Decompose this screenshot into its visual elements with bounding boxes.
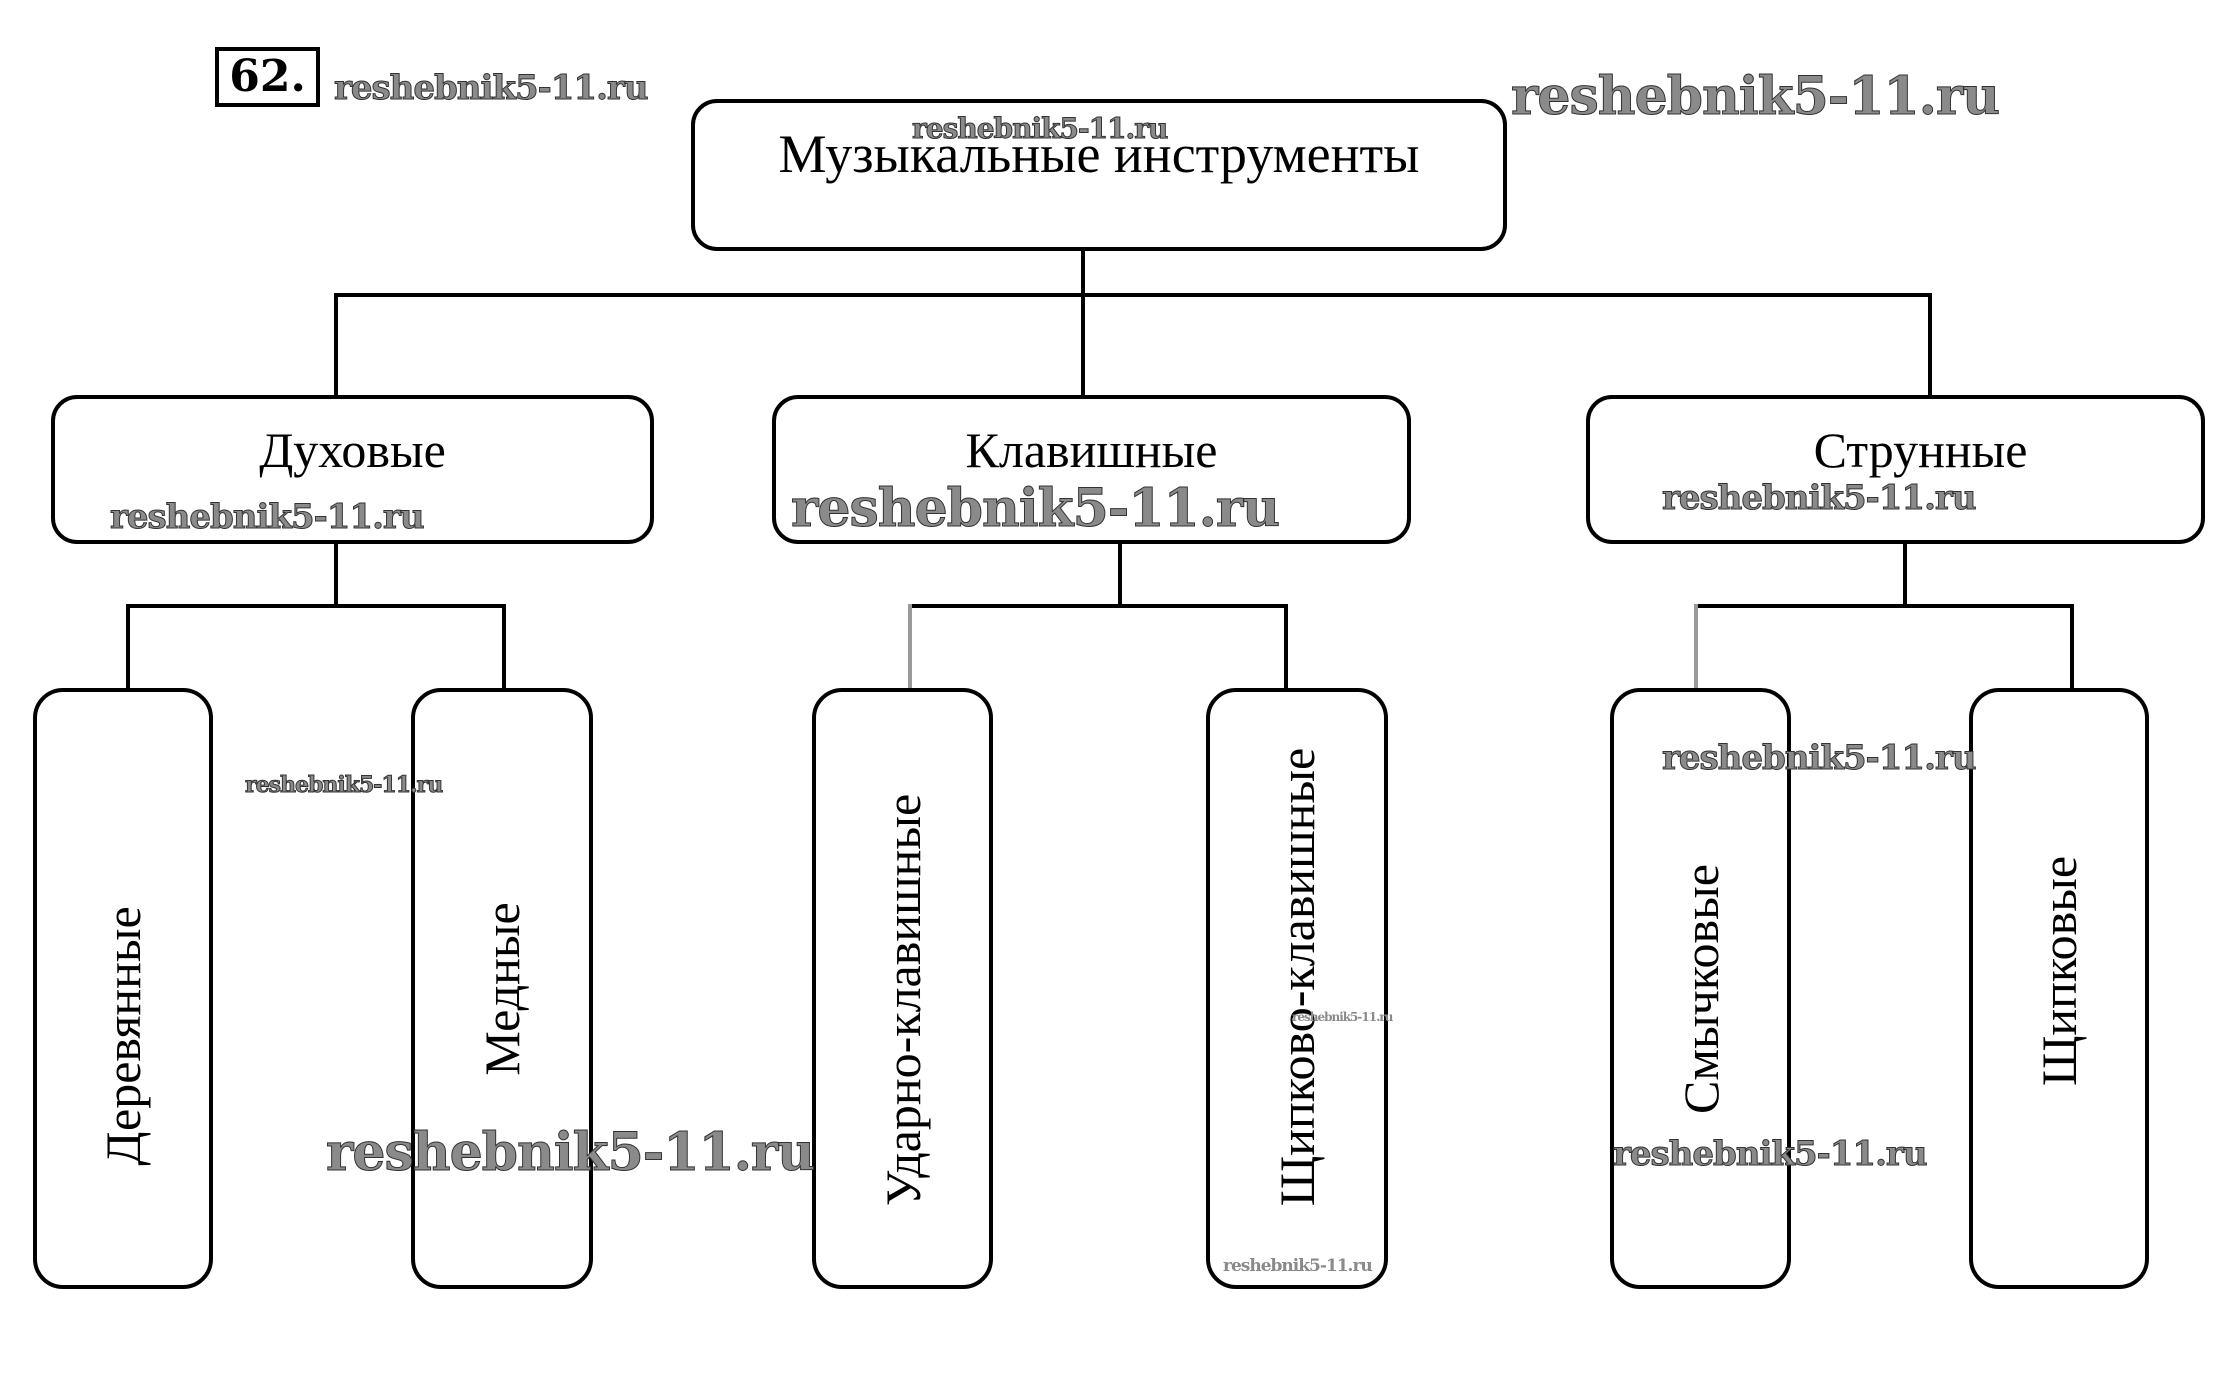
leaf-node-plucked: Щипковые bbox=[1969, 688, 2149, 1289]
connector-to-keyboard bbox=[1081, 293, 1085, 397]
connector-root-bar bbox=[334, 293, 1932, 297]
leaf-label-percussion-keyboard: Ударно-клавишные bbox=[874, 794, 931, 1207]
connector-keyboard-trunk bbox=[1118, 543, 1122, 606]
connector-to-plucked bbox=[2070, 604, 2074, 690]
connector-wind-bar bbox=[126, 604, 506, 608]
connector-to-bowed bbox=[1694, 604, 1698, 690]
connector-to-brass bbox=[502, 604, 506, 690]
leaf-label-plucked: Щипковые bbox=[2031, 855, 2087, 1086]
watermark: reshebnik5-11.ru bbox=[911, 112, 1168, 146]
watermark: reshebnik5-11.ru bbox=[1662, 738, 1978, 779]
category-label-keyboard: Клавишные bbox=[965, 422, 1218, 478]
connector-to-plucked-keyboard bbox=[1284, 604, 1288, 690]
leaf-node-bowed: Смычковые bbox=[1610, 688, 1791, 1289]
category-node-wind: Духовые bbox=[51, 395, 654, 544]
leaf-label-brass: Медные bbox=[474, 901, 530, 1076]
watermark: reshebnik5-11.ru bbox=[334, 68, 650, 109]
leaf-label-wooden: Деревянные bbox=[95, 906, 151, 1166]
root-node-label: Музыкальные инструменты bbox=[778, 124, 1420, 184]
category-node-string: Струнные bbox=[1586, 395, 2205, 544]
category-label-string: Струнные bbox=[1813, 422, 2028, 478]
watermark: reshebnik5-11.ru bbox=[110, 497, 426, 538]
connector-to-string bbox=[1928, 293, 1932, 397]
connector-to-wooden bbox=[126, 604, 130, 690]
leaf-node-plucked-keyboard: Щипково-клавишные bbox=[1206, 688, 1388, 1289]
leaf-label-plucked-keyboard: Щипково-клавишные bbox=[1269, 747, 1325, 1206]
category-label-wind: Духовые bbox=[259, 422, 446, 478]
leaf-node-percussion-keyboard: Ударно-клавишные bbox=[812, 688, 993, 1289]
watermark: reshebnik5-11.ru bbox=[244, 772, 443, 799]
connector-root-trunk bbox=[1081, 250, 1085, 297]
leaf-node-wooden: Деревянные bbox=[33, 688, 213, 1289]
root-node: Музыкальные инструменты bbox=[691, 99, 1507, 251]
connector-string-bar bbox=[1694, 604, 2074, 608]
connector-to-percussion-keyboard bbox=[908, 604, 912, 690]
connector-to-wind bbox=[334, 293, 338, 397]
connector-keyboard-bar bbox=[908, 604, 1288, 608]
watermark: reshebnik5-11.ru bbox=[790, 478, 1280, 540]
exercise-number: 62. bbox=[215, 47, 320, 107]
connector-string-trunk bbox=[1903, 543, 1907, 606]
watermark: reshebnik5-11.ru bbox=[1662, 478, 1978, 519]
watermark: reshebnik5-11.ru bbox=[1510, 66, 2000, 128]
watermark: reshebnik5-11.ru bbox=[325, 1122, 815, 1184]
leaf-node-brass: Медные bbox=[411, 688, 593, 1289]
watermark: reshebnik5-11.ru bbox=[1292, 1010, 1393, 1024]
watermark: reshebnik5-11.ru bbox=[1223, 1256, 1373, 1276]
connector-wind-trunk bbox=[334, 543, 338, 606]
watermark: reshebnik5-11.ru bbox=[1613, 1134, 1929, 1175]
category-node-keyboard: Клавишные bbox=[772, 395, 1411, 544]
leaf-label-bowed: Смычковые bbox=[1672, 863, 1729, 1114]
